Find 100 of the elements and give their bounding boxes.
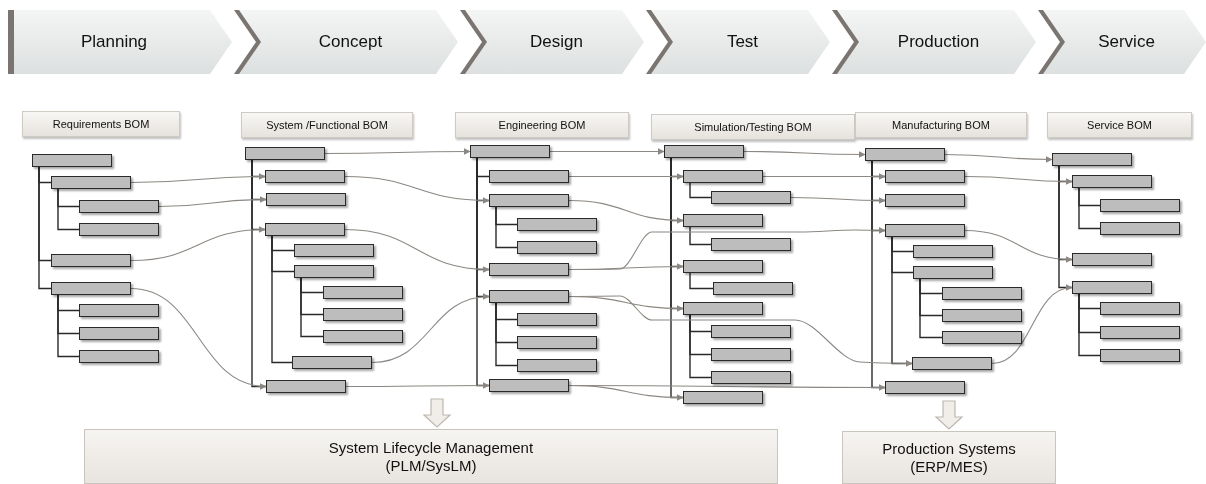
bom-item-bar bbox=[323, 308, 403, 321]
bom-item-bar bbox=[711, 191, 791, 204]
bom-item-bar bbox=[1072, 253, 1152, 266]
bom-item-bar bbox=[266, 380, 346, 393]
bom-item-bar bbox=[683, 391, 763, 404]
bom-item-bar bbox=[1072, 175, 1152, 188]
bom-item-bar bbox=[885, 224, 965, 237]
arrow bbox=[568, 199, 684, 224]
bom-item-bar bbox=[711, 325, 791, 338]
bom-header bbox=[455, 112, 629, 138]
arrow bbox=[371, 293, 490, 364]
bom-item-bar bbox=[517, 313, 597, 326]
bom-item-bar bbox=[683, 170, 763, 183]
tree-connector bbox=[271, 235, 293, 364]
phase-tab bbox=[832, 10, 1036, 74]
arrow bbox=[344, 175, 490, 204]
bom-item-bar bbox=[713, 282, 793, 295]
bom-item-bar bbox=[323, 330, 403, 343]
bom-item-bar bbox=[266, 193, 346, 206]
bom-item-bar bbox=[885, 170, 965, 183]
bom-item-bar bbox=[265, 223, 345, 236]
phase-label: Concept bbox=[317, 31, 384, 53]
arrow bbox=[944, 153, 1053, 163]
bom-item-bar bbox=[942, 309, 1022, 322]
bom-item-bar bbox=[1072, 281, 1152, 294]
bom-item-bar bbox=[51, 176, 131, 189]
bom-title: Requirements BOM bbox=[52, 118, 150, 130]
bom-item-bar bbox=[912, 357, 992, 370]
bom-item-bar bbox=[913, 266, 993, 279]
tree-connector bbox=[495, 206, 518, 249]
bom-item-bar bbox=[1052, 153, 1132, 166]
tree-connector bbox=[57, 294, 80, 358]
tree-connector bbox=[919, 278, 943, 339]
bom-item-bar bbox=[517, 336, 597, 349]
arrow bbox=[130, 226, 266, 262]
bom-item-bar bbox=[1100, 199, 1180, 212]
bom-item-bar bbox=[517, 241, 597, 254]
bom-item-bar bbox=[711, 371, 791, 384]
system-box bbox=[842, 431, 1056, 484]
arrow bbox=[991, 285, 1073, 365]
bom-item-bar bbox=[913, 245, 993, 258]
phase-label: Service bbox=[1097, 31, 1156, 53]
arrow bbox=[324, 148, 471, 155]
tree-connector bbox=[689, 272, 714, 290]
bom-header bbox=[1047, 112, 1192, 138]
bom-item-bar bbox=[489, 379, 569, 392]
bom-header bbox=[22, 111, 180, 137]
bom-item-bar bbox=[517, 218, 597, 231]
tree-connector bbox=[689, 314, 712, 379]
tree-connector bbox=[38, 166, 52, 290]
arrow bbox=[344, 228, 490, 273]
arrow bbox=[568, 295, 913, 367]
bom-header bbox=[651, 114, 855, 140]
bom-title: Service BOM bbox=[1087, 119, 1152, 131]
phase-tab bbox=[234, 10, 458, 74]
block-arrow bbox=[934, 400, 964, 430]
system-label: Production Systems (ERP/MES) bbox=[881, 440, 1017, 475]
bom-item-bar bbox=[885, 194, 965, 207]
arrow bbox=[158, 196, 267, 208]
bom-title: System /Functional BOM bbox=[266, 119, 388, 131]
bom-item-bar bbox=[294, 265, 374, 278]
bom-item-bar bbox=[1100, 302, 1180, 315]
bom-title: Engineering BOM bbox=[498, 119, 586, 131]
bom-item-bar bbox=[1100, 349, 1180, 362]
tree-connector bbox=[495, 302, 518, 367]
system-box bbox=[84, 429, 778, 484]
arrow bbox=[964, 175, 1073, 185]
bom-item-bar bbox=[1100, 222, 1180, 235]
bom-header bbox=[241, 112, 413, 138]
arrow bbox=[964, 229, 1073, 263]
bom-item-bar bbox=[470, 145, 550, 158]
bom-item-bar bbox=[323, 286, 403, 299]
bom-item-bar bbox=[489, 170, 569, 183]
bom-item-bar bbox=[942, 287, 1022, 300]
bom-item-bar bbox=[664, 145, 744, 158]
tree-connector bbox=[1078, 293, 1101, 357]
bom-item-bar bbox=[79, 200, 159, 213]
arrow bbox=[762, 173, 886, 180]
bom-item-bar bbox=[683, 214, 763, 227]
bom-item-bar bbox=[294, 244, 374, 257]
tree-connector bbox=[57, 188, 80, 231]
phase-label: Production bbox=[896, 31, 981, 53]
bom-item-bar bbox=[79, 327, 159, 340]
tree-connector bbox=[689, 226, 712, 246]
bom-item-bar bbox=[885, 381, 965, 394]
arrow bbox=[345, 382, 490, 389]
arrow bbox=[130, 287, 267, 390]
bom-item-bar bbox=[79, 304, 159, 317]
tree-connector bbox=[300, 277, 324, 338]
phase-tab bbox=[1038, 10, 1206, 74]
arrow bbox=[790, 196, 886, 204]
phase-label: Test bbox=[725, 31, 760, 53]
arrow bbox=[568, 384, 886, 391]
phase-tab bbox=[460, 10, 644, 74]
phase-label: Planning bbox=[79, 31, 149, 53]
bom-item-bar bbox=[711, 348, 791, 361]
tree-connector bbox=[1078, 187, 1101, 230]
arrow bbox=[549, 148, 665, 155]
bom-item-bar bbox=[683, 260, 763, 273]
arrow bbox=[743, 150, 866, 158]
